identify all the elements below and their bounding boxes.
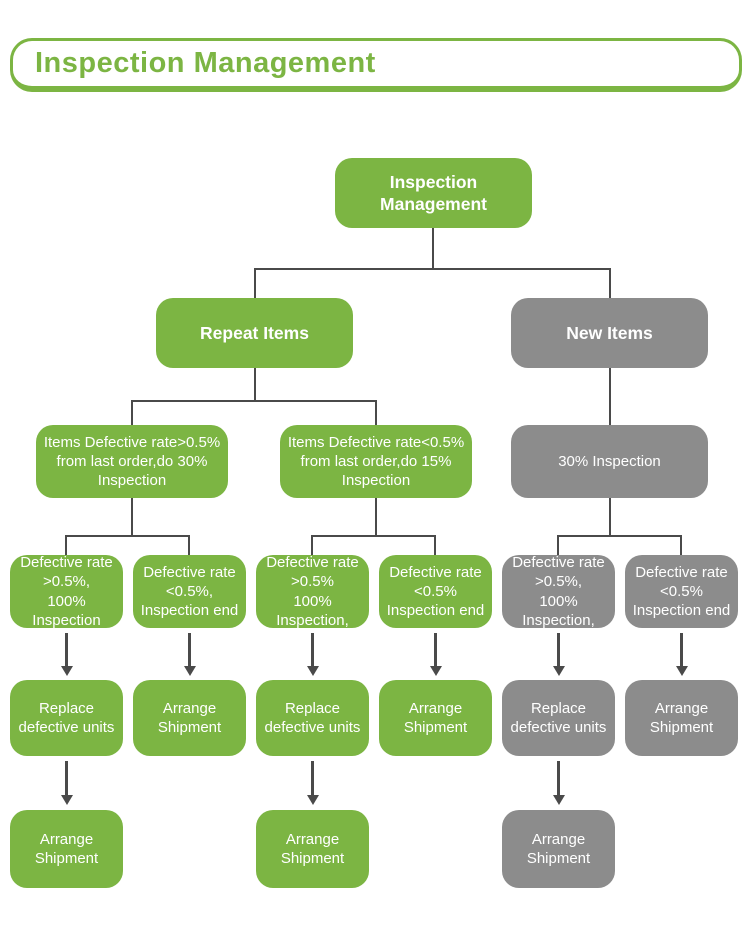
node-new-items: New Items (511, 298, 708, 368)
node-final-shipment-3: Arrange Shipment (502, 810, 615, 888)
down-arrow-icon (188, 633, 191, 666)
connector-line (311, 535, 313, 555)
down-arrow-icon (311, 761, 314, 795)
node-defrate-high-2: Defective rate >0.5% 100% Inspection, (256, 554, 369, 629)
down-arrow-icon (680, 633, 683, 666)
connector-line (375, 498, 377, 535)
node-defrate-low-1: Defective rate <0.5%, Inspection end (133, 555, 246, 628)
connector-line (254, 368, 256, 400)
connector-line (65, 535, 67, 555)
connector-line (680, 535, 682, 555)
node-inspection-management: Inspection Management (335, 158, 532, 228)
down-arrow-icon (311, 633, 314, 666)
node-replace-units-3: Replace defective units (502, 680, 615, 756)
node-new-30pct-inspection: 30% Inspection (511, 425, 708, 498)
node-arrange-shipment-3: Arrange Shipment (625, 680, 738, 756)
node-repeat-high-rate: Items Defective rate>0.5% from last orde… (36, 425, 228, 498)
page-title: Inspection Management (35, 47, 376, 79)
node-defrate-high-3: Defective rate >0.5%, 100% Inspection, (502, 554, 615, 629)
page-header-frame: Inspection Management (10, 38, 742, 92)
connector-line (609, 498, 611, 535)
node-defrate-low-3: Defective rate <0.5% Inspection end (625, 555, 738, 628)
node-defrate-high-1: Defective rate >0.5%, 100% Inspection (10, 554, 123, 629)
connector-line (311, 535, 436, 537)
down-arrow-icon (434, 633, 437, 666)
down-arrow-icon (65, 633, 68, 666)
node-final-shipment-2: Arrange Shipment (256, 810, 369, 888)
connector-line (432, 228, 434, 268)
connector-line (65, 535, 190, 537)
connector-line (434, 535, 436, 555)
connector-line (131, 400, 377, 402)
node-arrange-shipment-1: Arrange Shipment (133, 680, 246, 756)
connector-line (557, 535, 559, 555)
connector-line (557, 535, 682, 537)
connector-line (131, 400, 133, 425)
connector-line (609, 268, 611, 298)
connector-line (375, 400, 377, 425)
node-final-shipment-1: Arrange Shipment (10, 810, 123, 888)
connector-line (131, 498, 133, 535)
node-repeat-items: Repeat Items (156, 298, 353, 368)
connector-line (188, 535, 190, 555)
down-arrow-icon (65, 761, 68, 795)
node-defrate-low-2: Defective rate <0.5% Inspection end (379, 555, 492, 628)
down-arrow-icon (557, 633, 560, 666)
down-arrow-icon (557, 761, 560, 795)
node-arrange-shipment-2: Arrange Shipment (379, 680, 492, 756)
connector-line (609, 368, 611, 425)
node-replace-units-1: Replace defective units (10, 680, 123, 756)
connector-line (254, 268, 611, 270)
node-replace-units-2: Replace defective units (256, 680, 369, 756)
node-repeat-low-rate: Items Defective rate<0.5% from last orde… (280, 425, 472, 498)
connector-line (254, 268, 256, 298)
